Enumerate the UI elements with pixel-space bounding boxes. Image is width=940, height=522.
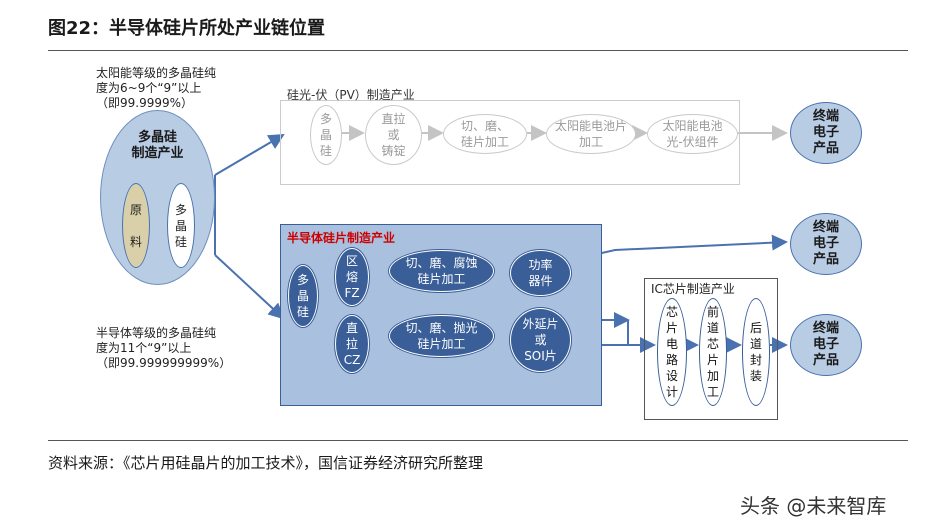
source-note: 资料来源：《芯片用硅晶片的加工技术》，国信证券经济研究所整理	[48, 454, 484, 472]
watermark: 头条 @未来智库	[740, 494, 887, 518]
semi-node-fz-processing: 切、磨、腐蚀 硅片加工	[389, 250, 494, 292]
ic-node-design: 芯 片 电 路 设 计	[657, 298, 687, 406]
semi-node-cz-processing: 切、磨、抛光 硅片加工	[389, 315, 494, 357]
pv-node-ingot: 直拉 或 铸锭	[365, 105, 422, 165]
end-product-pv: 终端 电子 产品	[790, 102, 862, 164]
ic-industry-box	[644, 278, 778, 420]
pv-node-polysilicon: 多 晶 硅	[310, 105, 342, 165]
semi-node-cz: 直 拉 CZ	[335, 315, 369, 373]
pv-industry-box	[280, 100, 740, 185]
ic-industry-label: IC芯片制造产业	[651, 282, 735, 296]
semi-industry-label: 半导体硅片制造产业	[287, 231, 396, 245]
ic-node-packaging: 后 道 封 装	[742, 298, 770, 406]
pv-node-module: 太阳能电池 光-伏组件	[647, 114, 738, 154]
title-divider	[48, 50, 908, 51]
semi-grade-note: 半导体等级的多晶硅纯 度为11个“9”以上 （即99.999999999%）	[96, 326, 232, 370]
raw-material-node: 原 料	[122, 183, 150, 268]
polysilicon-industry-ellipse	[100, 110, 215, 285]
semi-node-epi-soi: 外延片 或 SOI片	[510, 308, 571, 372]
polysilicon-node: 多 晶 硅	[167, 183, 195, 268]
semi-node-polysilicon: 多 晶 硅	[288, 265, 318, 327]
ic-node-front-end: 前 道 芯 片 加 工	[699, 298, 727, 406]
end-product-ic: 终端 电子 产品	[790, 314, 862, 376]
end-product-power: 终端 电子 产品	[790, 213, 862, 275]
pv-node-cell-processing: 太阳能电池片 加工	[546, 114, 636, 154]
pv-industry-label: 硅光-伏（PV）制造产业	[287, 88, 415, 102]
pv-grade-note: 太阳能等级的多晶硅纯 度为6~9个“9”以上 （即99.9999%）	[96, 66, 217, 110]
semi-node-power-device: 功率 器件	[510, 250, 571, 296]
polysilicon-industry-label: 多晶硅 制造产业	[131, 130, 184, 161]
figure-title: 图22：半导体硅片所处产业链位置	[48, 18, 326, 39]
semi-node-fz: 区 熔 FZ	[335, 248, 369, 306]
footer-divider	[48, 440, 908, 441]
pv-node-wafer-processing: 切、磨、 硅片加工	[443, 114, 527, 154]
